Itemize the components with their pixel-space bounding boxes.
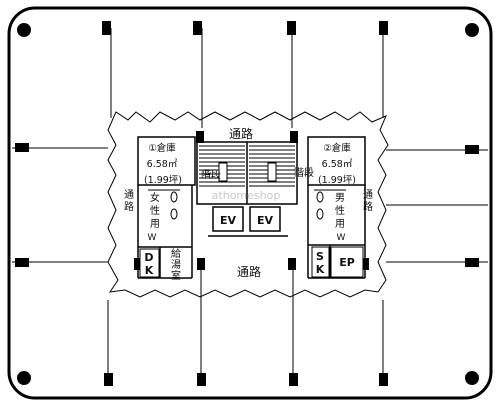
wc-female-char-3: 用 <box>150 219 160 230</box>
stairs-right-treads <box>249 145 295 187</box>
stair-landing <box>218 162 228 182</box>
right-columns <box>465 145 479 267</box>
dk-char-2: K <box>145 264 154 277</box>
wc-male-char-3: 用 <box>335 219 345 230</box>
bottom-columns <box>104 373 388 386</box>
stairs-left-label: 階段 <box>201 168 221 181</box>
corridor-right-char-2: 路 <box>363 200 373 213</box>
core-outline <box>107 111 389 298</box>
kyutoshitsu-char-1: 給 <box>171 247 181 260</box>
ev-1-label: EV <box>220 214 237 227</box>
core-columns <box>134 131 369 270</box>
corridor-left-char-1: 通 <box>124 189 134 201</box>
kyutoshitsu-char-3: 室 <box>171 269 181 282</box>
wc-male-char-2: 性 <box>335 204 345 217</box>
kyutoshitsu-char-2: 湯 <box>171 258 181 271</box>
watermark: athomeshop <box>212 189 281 202</box>
corridor-bottom-label: 通路 <box>237 264 261 279</box>
toilet-fixtures <box>148 189 346 220</box>
corridor-left-char-2: 路 <box>124 200 134 213</box>
w-right-label: W <box>337 233 346 243</box>
outer-wall <box>7 6 493 400</box>
wc-female-char-2: 性 <box>150 204 160 217</box>
ev-2-label: EV <box>257 214 274 227</box>
storage-left-id: ①倉庫 <box>148 142 176 154</box>
sk-char-1: S <box>316 250 324 263</box>
stair-landing <box>267 162 277 182</box>
elevator-1 <box>212 206 244 232</box>
core-walls <box>137 136 366 279</box>
elevator-2 <box>249 206 281 232</box>
corridor-right-char-1: 通 <box>363 189 373 201</box>
stairs-right-label: 階段 <box>294 166 314 179</box>
sk-char-2: K <box>316 263 325 276</box>
wc-male-char-1: 男 <box>335 192 345 204</box>
storage-left-area: 6.58㎡ <box>147 159 178 170</box>
storage-right-id: ②倉庫 <box>323 142 351 154</box>
corner-column <box>465 371 479 385</box>
storage-right-area: 6.58㎡ <box>322 159 353 170</box>
dk-box <box>139 248 160 278</box>
w-left-label: W <box>148 233 157 243</box>
sk-box <box>311 246 330 278</box>
storage-left-tsubo: (1.99坪) <box>144 174 182 186</box>
corner-column <box>17 23 31 37</box>
ep-box <box>330 246 364 278</box>
wc-female-char-1: 女 <box>150 191 160 204</box>
partition-lines <box>12 28 488 380</box>
ep-label: EP <box>339 256 355 269</box>
corner-column <box>17 371 31 385</box>
top-columns <box>102 21 388 35</box>
dk-char-1: D <box>144 251 153 264</box>
corner-column <box>465 23 479 37</box>
left-columns <box>15 143 29 267</box>
storage-right-tsubo: (1.99坪) <box>318 174 356 186</box>
corridor-top-label: 通路 <box>229 126 253 141</box>
